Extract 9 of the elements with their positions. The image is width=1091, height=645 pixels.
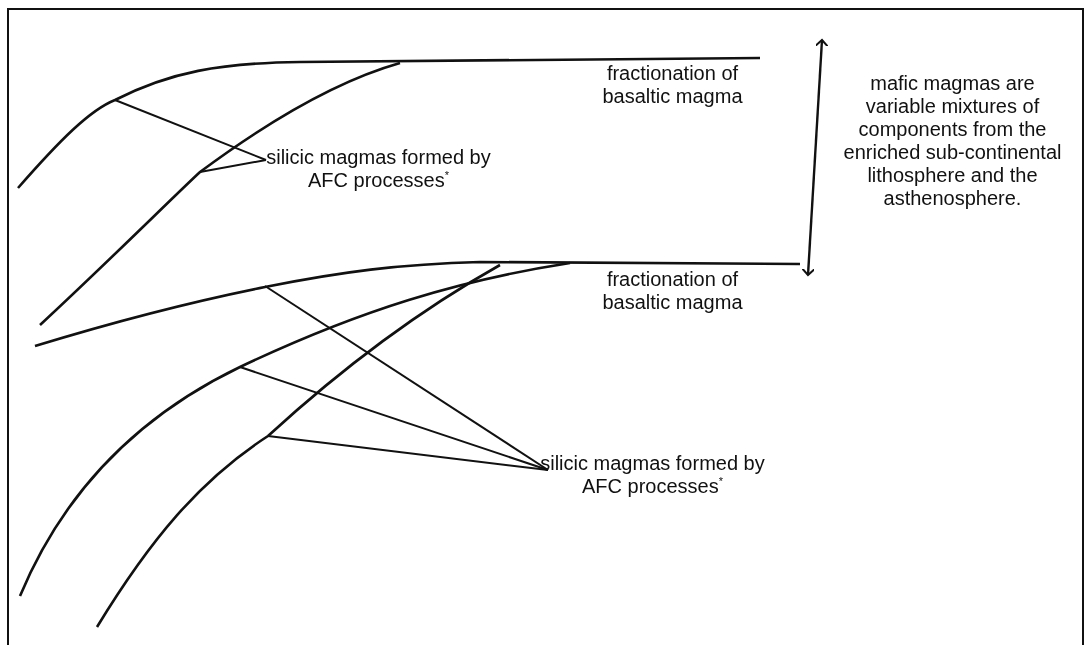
leader-line	[267, 435, 549, 471]
leader-line	[264, 285, 549, 471]
curve-label: silicic magmas formed by AFC processes$^{*}$	[266, 146, 491, 192]
annotation-text: mafic magmas are variable mixtures of components from the enriched sub-continental lithosphere and the asthenosphere.	[840, 72, 1065, 210]
leader-line	[199, 159, 267, 173]
curve-label: silicic magmas formed by AFC processes$^{*}$	[540, 452, 765, 498]
curve-label: fractionation of basaltic magma	[590, 62, 755, 108]
leader-line	[114, 99, 267, 161]
curve-label: fractionation of basaltic magma	[590, 268, 755, 314]
